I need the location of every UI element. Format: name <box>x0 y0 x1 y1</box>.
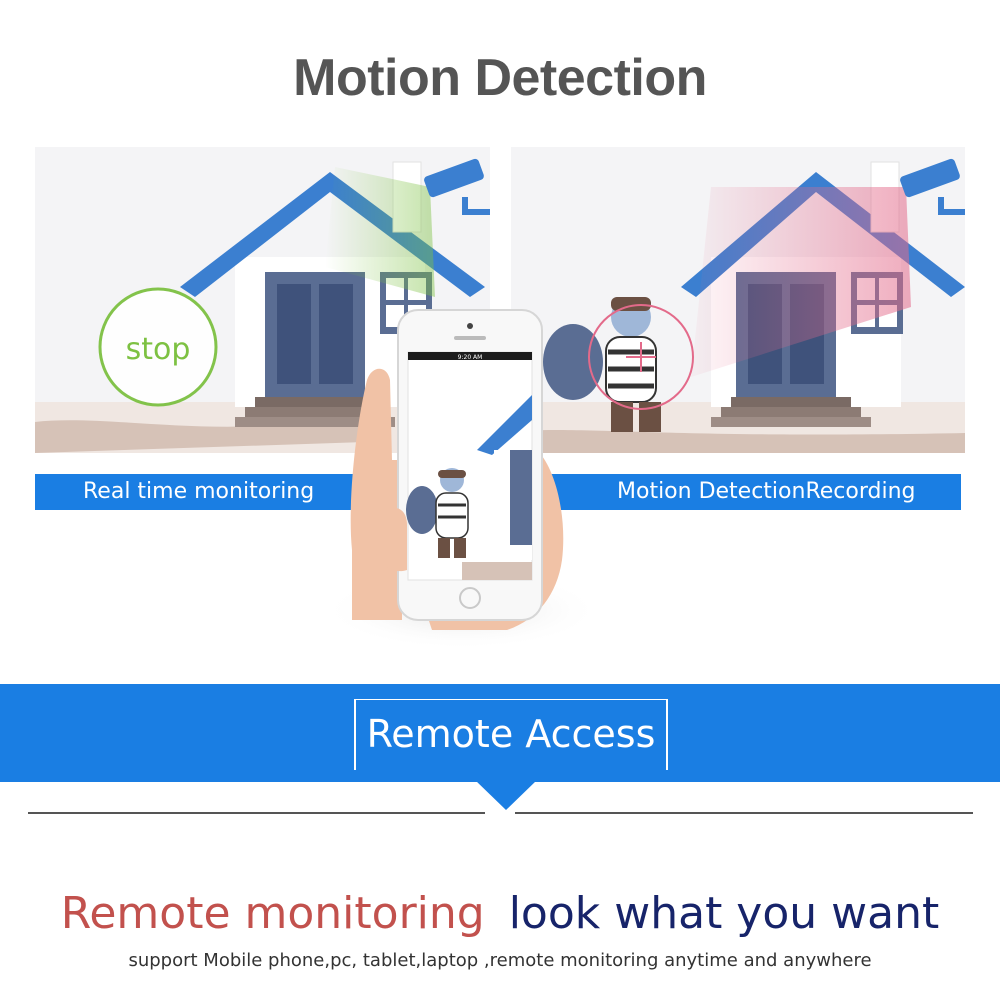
headline: Remote monitoring look what you want <box>0 886 1000 942</box>
remote-access-banner <box>0 684 1000 782</box>
caption-motion-recording: Motion DetectionRecording <box>511 474 961 510</box>
motion-recording-panel <box>511 147 965 453</box>
support-subline: support Mobile phone,pc, tablet,laptop ,… <box>128 950 872 971</box>
page-title: Motion Detection <box>293 49 707 107</box>
security-camera-icon <box>900 158 965 215</box>
stop-badge-ring <box>98 287 218 407</box>
headline-part1: Remote monitoring <box>60 888 485 939</box>
caption-real-time-label: Real time monitoring <box>83 479 315 504</box>
target-reticle <box>588 304 694 410</box>
caption-motion-recording-label: Motion DetectionRecording <box>617 479 916 504</box>
phone-in-hand: 9:20 AM <box>312 300 602 650</box>
headline-part2: look what you want <box>508 888 940 939</box>
divider-left <box>28 812 485 814</box>
burglar-icon <box>543 297 661 432</box>
stop-badge-label: stop <box>126 332 191 367</box>
banner-pointer <box>475 780 537 810</box>
security-camera-icon <box>424 158 490 215</box>
smartphone-icon: 9:20 AM <box>397 309 543 621</box>
phone-status-time: 9:20 AM <box>458 354 483 361</box>
divider-right <box>515 812 973 814</box>
remote-access-label: Remote Access <box>354 699 668 770</box>
